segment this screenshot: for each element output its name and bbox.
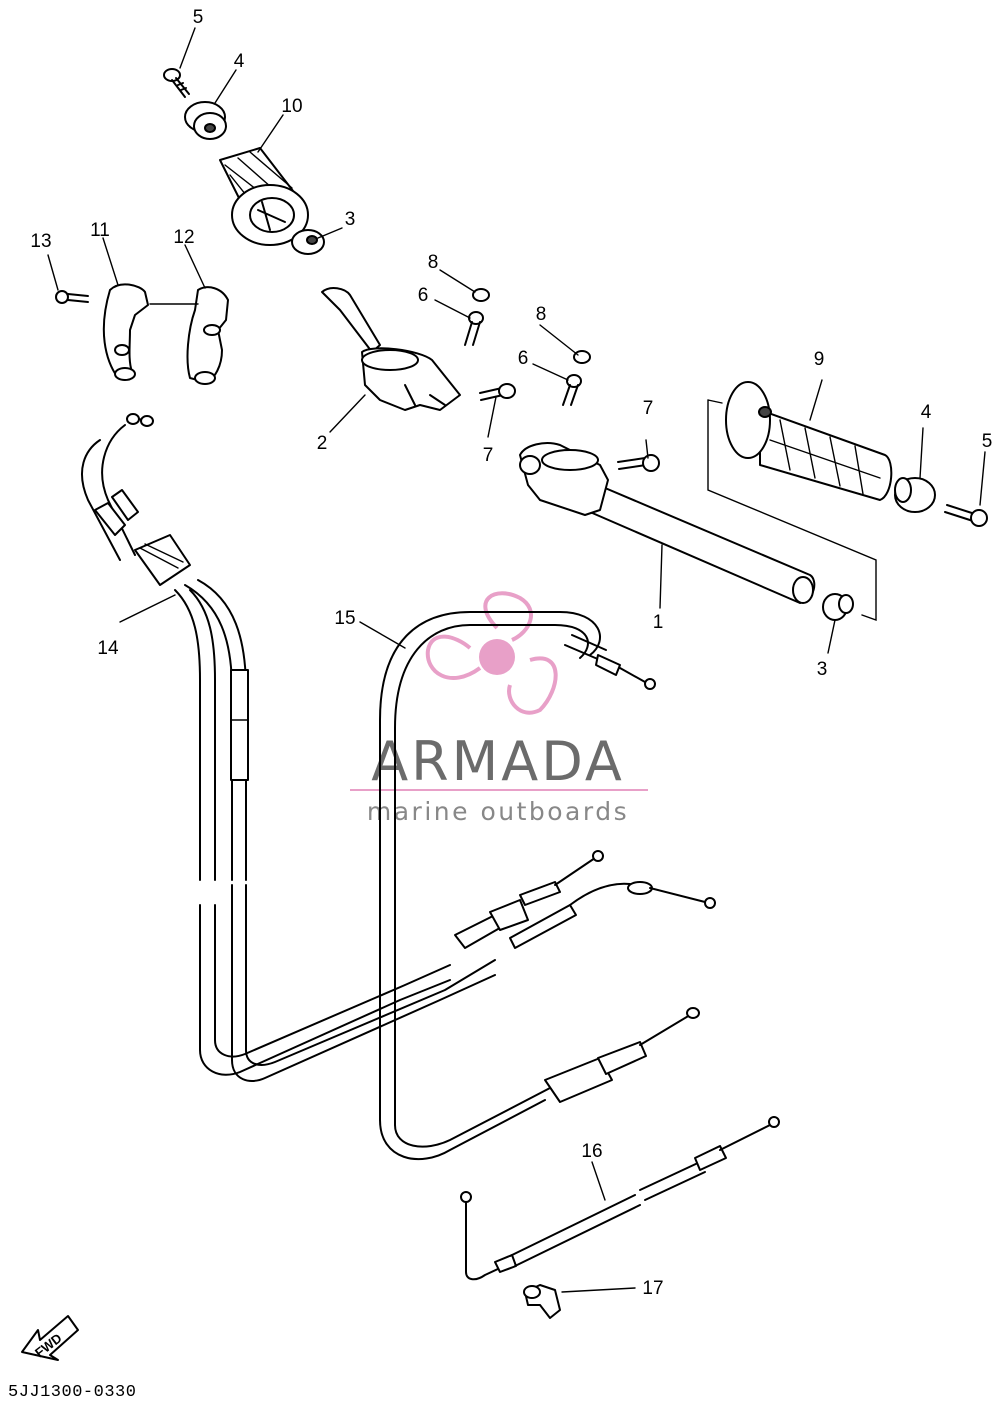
part-1-handlebar <box>589 484 816 604</box>
leader-lines <box>47 27 986 1293</box>
part-15-clutch-cable <box>379 611 700 1161</box>
part-8-screw-left <box>472 288 490 302</box>
callout-7-right: 7 <box>643 398 654 419</box>
part-7-bolt-left <box>479 383 516 401</box>
propeller-logo-icon <box>425 591 558 715</box>
watermark-tagline: marine outboards <box>367 797 629 826</box>
callout-17: 17 <box>642 1278 663 1299</box>
callout-11: 11 <box>90 220 110 241</box>
callout-9: 9 <box>814 349 825 370</box>
callout-3-right: 3 <box>817 659 828 680</box>
part-13-screw <box>55 290 89 304</box>
part-14-throttle-cable <box>81 413 716 1082</box>
grip-group-bracket <box>707 399 877 621</box>
watermark-brand: ARMADA <box>371 730 625 793</box>
part-5-bolt-right <box>944 504 988 527</box>
part-5-bolt-left <box>163 68 190 98</box>
part-17-cable-holder <box>523 1284 561 1319</box>
part-8-screw-right <box>573 350 591 364</box>
callout-8-right: 8 <box>536 304 547 325</box>
callout-5-left: 5 <box>193 7 204 28</box>
callout-2: 2 <box>317 433 328 454</box>
callout-3-upper: 3 <box>345 209 356 230</box>
part-2-left-handle-holder <box>321 287 461 411</box>
fwd-arrow-icon: FWD <box>21 1315 79 1361</box>
part-6-bolt-right <box>562 374 582 406</box>
part-10-throttle-grip <box>219 147 309 246</box>
part-7-bolt-right <box>617 454 660 472</box>
part-12-switch-housing-half <box>149 286 229 385</box>
part-3-collar-right <box>822 593 854 621</box>
part-4-grip-end-left <box>184 101 227 140</box>
callout-6-left: 6 <box>418 285 429 306</box>
callout-1: 1 <box>653 612 664 633</box>
callout-5-right: 5 <box>982 431 993 452</box>
callout-7-left: 7 <box>483 445 494 466</box>
callout-8-left: 8 <box>428 252 439 273</box>
part-4-grip-end-right <box>894 477 936 513</box>
callout-16: 16 <box>581 1141 602 1162</box>
diagram-code: 5JJ1300-0330 <box>8 1383 137 1402</box>
callout-14: 14 <box>97 638 119 659</box>
callout-numbers: 5 4 10 3 11 12 13 8 6 8 6 9 7 4 2 5 7 15… <box>30 7 992 1299</box>
part-1-handlebar-holder <box>519 442 609 516</box>
callout-10: 10 <box>281 96 302 117</box>
callout-4-right: 4 <box>921 402 932 423</box>
callout-4-left: 4 <box>234 51 245 72</box>
armada-watermark: ARMADA marine outboards <box>350 591 648 826</box>
part-16-cable <box>460 1116 780 1281</box>
callout-6-right: 6 <box>518 348 529 369</box>
part-11-switch-housing-half <box>102 283 149 381</box>
part-9-handle-grip <box>725 381 893 501</box>
callout-12: 12 <box>173 227 194 248</box>
part-3-collar-upper <box>291 229 325 255</box>
callout-15: 15 <box>334 608 355 629</box>
callout-13: 13 <box>30 231 51 252</box>
